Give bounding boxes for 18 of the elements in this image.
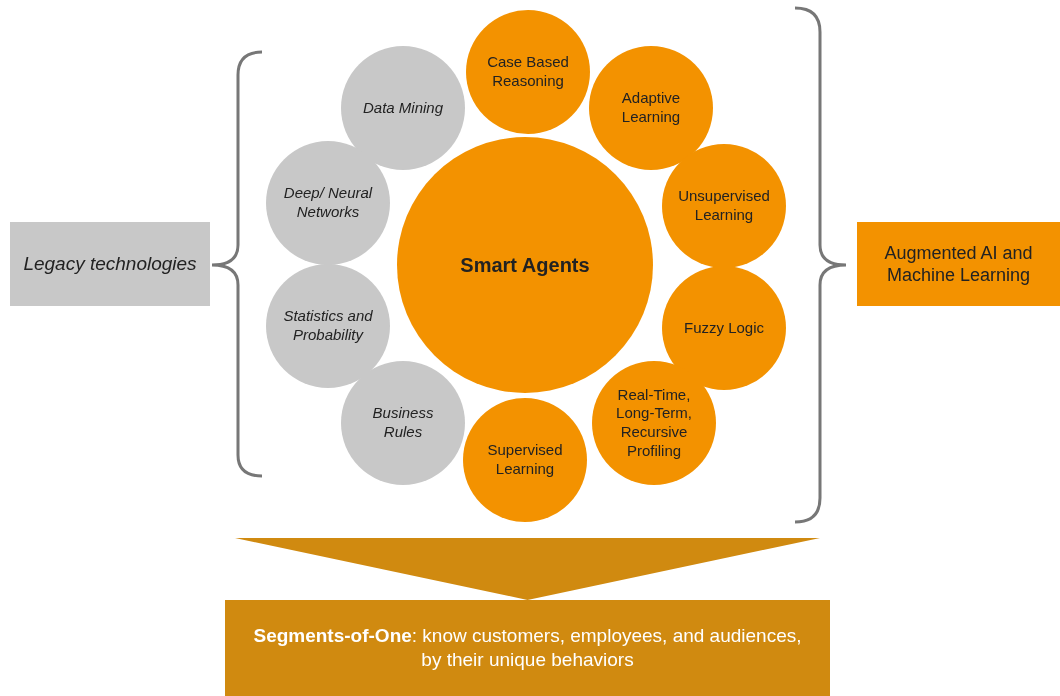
node-label: Fuzzy Logic <box>683 318 764 338</box>
node-label: Adaptive Learning <box>620 89 682 127</box>
outcome-banner <box>225 600 830 696</box>
node-label: Case Based Reasoning <box>486 53 570 91</box>
category-box <box>857 222 1060 306</box>
node-label: Unsupervised Learning <box>677 187 771 225</box>
chevron-arrow <box>235 538 820 600</box>
node-label: Augmented AI and Machine Learning <box>883 241 1034 287</box>
node-label: Smart Agents <box>460 252 590 278</box>
category-box <box>10 222 210 306</box>
node-label: Real-Time, Long-Term, Recursive Profiling <box>615 385 693 461</box>
node-label: Business Rules <box>371 404 435 442</box>
node-label: Legacy technologies <box>23 252 197 276</box>
node-label: Deep/ Neural Networks <box>282 184 374 222</box>
node-label: Statistics and Probability <box>282 307 374 345</box>
node-label: Data Mining <box>362 98 443 118</box>
node-label: Segments-of-One: know customers, employees, and audiences, by their unique behaviors <box>252 624 803 672</box>
node-label: Supervised Learning <box>486 441 564 479</box>
